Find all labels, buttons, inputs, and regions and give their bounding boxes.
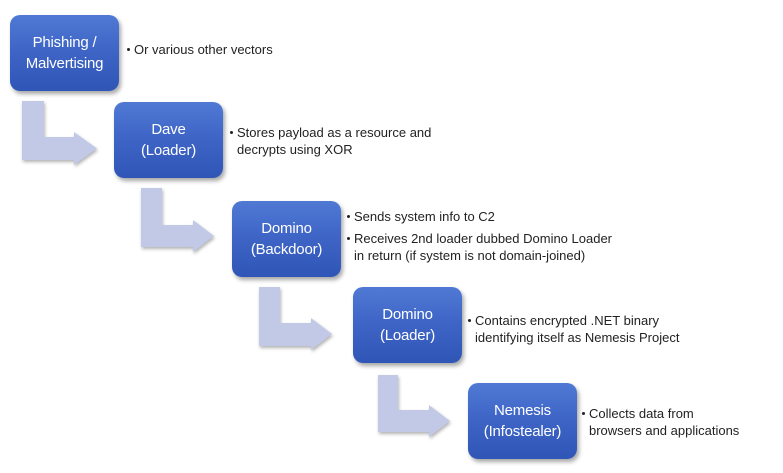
step-title-line: Phishing / [32, 34, 97, 51]
bent-arrow-1 [22, 101, 97, 165]
note-item: Or various other vectors [127, 41, 273, 58]
step-box-phishing-malvertising: Phishing / Malvertising [10, 15, 119, 91]
note-item: Stores payload as a resource and decrypt… [230, 124, 431, 158]
step-notes-nemesis: Collects data from browsers and applicat… [582, 405, 739, 444]
step-title-line: Malvertising [25, 55, 104, 72]
step-title-line: Domino [382, 306, 433, 323]
bent-arrow-4 [378, 375, 450, 437]
step-title-line: (Loader) [140, 142, 197, 159]
bent-arrow-3 [259, 287, 332, 350]
note-item: Contains encrypted .NET binary identifyi… [468, 312, 679, 346]
note-item: Receives 2nd loader dubbed Domino Loader… [347, 230, 612, 264]
step-notes-phishing: Or various other vectors [127, 41, 273, 63]
step-title-line: (Backdoor) [250, 241, 323, 258]
step-title-line: Domino [261, 220, 312, 237]
step-title-line: (Infostealer) [483, 423, 562, 440]
step-box-nemesis-infostealer: Nemesis (Infostealer) [468, 383, 577, 459]
step-title-line: Dave [151, 121, 186, 138]
step-title-line: Nemesis [494, 402, 551, 419]
step-box-domino-loader: Domino (Loader) [353, 287, 462, 363]
bent-arrow-2 [141, 188, 214, 252]
step-notes-domino-backdoor: Sends system info to C2 Receives 2nd loa… [347, 208, 612, 269]
step-notes-domino-loader: Contains encrypted .NET binary identifyi… [468, 312, 679, 351]
step-box-domino-backdoor: Domino (Backdoor) [232, 201, 341, 277]
note-item: Collects data from browsers and applicat… [582, 405, 739, 439]
note-item: Sends system info to C2 [347, 208, 612, 225]
step-box-dave-loader: Dave (Loader) [114, 102, 223, 178]
step-notes-dave: Stores payload as a resource and decrypt… [230, 124, 431, 163]
step-title-line: (Loader) [379, 327, 436, 344]
